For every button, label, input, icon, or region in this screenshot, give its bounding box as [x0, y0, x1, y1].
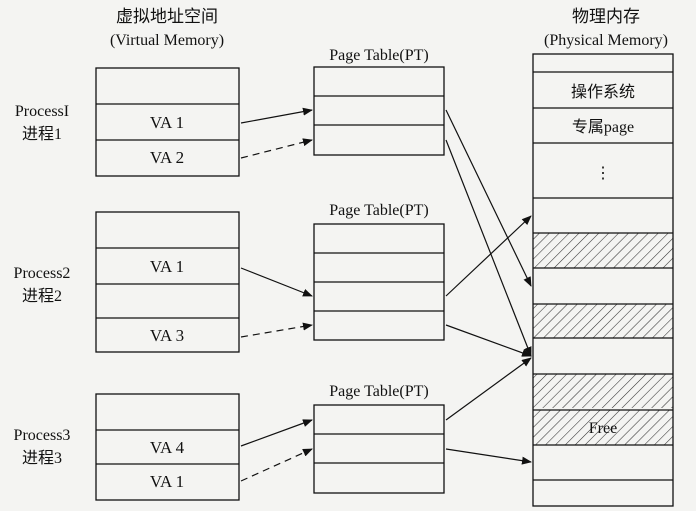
physical-memory-title-cn: 物理内存	[572, 7, 640, 26]
page-table-title-3: Page Table(PT)	[329, 383, 428, 400]
virtual-memory-block-1	[95, 67, 240, 177]
page-table-3	[313, 404, 445, 494]
arrow-pt1-row1-to-frame	[445, 109, 532, 287]
virtual-memory-title-en: (Virtual Memory)	[110, 32, 224, 49]
arrow-pt3-row2-to-frame	[445, 448, 532, 465]
process-1-name-cn: 进程1	[22, 125, 62, 143]
process-2-name: Process2	[14, 265, 71, 282]
page-table-1	[313, 66, 445, 156]
page-table-title-1: Page Table(PT)	[329, 47, 428, 64]
arrow-p2-va3-to-pt	[240, 322, 313, 338]
virtual-memory-block-2	[95, 211, 240, 353]
arrow-p2-va1-to-pt	[240, 267, 313, 297]
physical-memory-cell-dedicated-page: 专属page	[572, 118, 634, 136]
physical-memory-hatched-1	[533, 233, 673, 268]
physical-memory-cell-free: Free	[589, 420, 617, 437]
arrow-p1-va2-to-pt	[240, 138, 313, 159]
va-label-p1-a: VA 1	[150, 113, 184, 132]
va-label-p1-b: VA 2	[150, 148, 184, 167]
physical-memory-cell-os: 操作系统	[571, 83, 635, 101]
physical-memory-free-cell	[533, 410, 673, 445]
virtual-memory-block-3	[95, 393, 240, 501]
va-label-p3-a: VA 4	[150, 438, 185, 457]
physical-memory-cell-ellipsis: ⋮	[595, 165, 611, 182]
process-2-name-cn: 进程2	[22, 287, 62, 305]
arrow-p3-va1-to-pt	[240, 448, 313, 482]
physical-memory-hatched-3	[533, 374, 673, 408]
process-1-name: ProcessI	[15, 103, 69, 120]
arrow-pt2-row3-to-frame	[445, 215, 532, 297]
arrow-pt1-row2-to-frame	[445, 139, 532, 357]
process-3-name-cn: 进程3	[22, 449, 62, 467]
va-label-p2-a: VA 1	[150, 257, 184, 276]
va-label-p3-b: VA 1	[150, 472, 184, 491]
physical-memory-block	[532, 53, 674, 507]
arrow-pt3-row1-to-frame	[445, 357, 532, 421]
page-table-title-2: Page Table(PT)	[329, 202, 428, 219]
arrow-p3-va4-to-pt	[240, 419, 313, 447]
arrow-p1-va1-to-pt	[240, 107, 313, 124]
process-3-name: Process3	[14, 427, 71, 444]
virtual-memory-title-cn: 虚拟地址空间	[116, 7, 218, 26]
physical-memory-title-en: (Physical Memory)	[544, 32, 668, 49]
arrow-pt2-row4-to-frame	[445, 324, 532, 357]
va-label-p2-b: VA 3	[150, 326, 184, 345]
physical-memory-hatched-2	[533, 304, 673, 338]
